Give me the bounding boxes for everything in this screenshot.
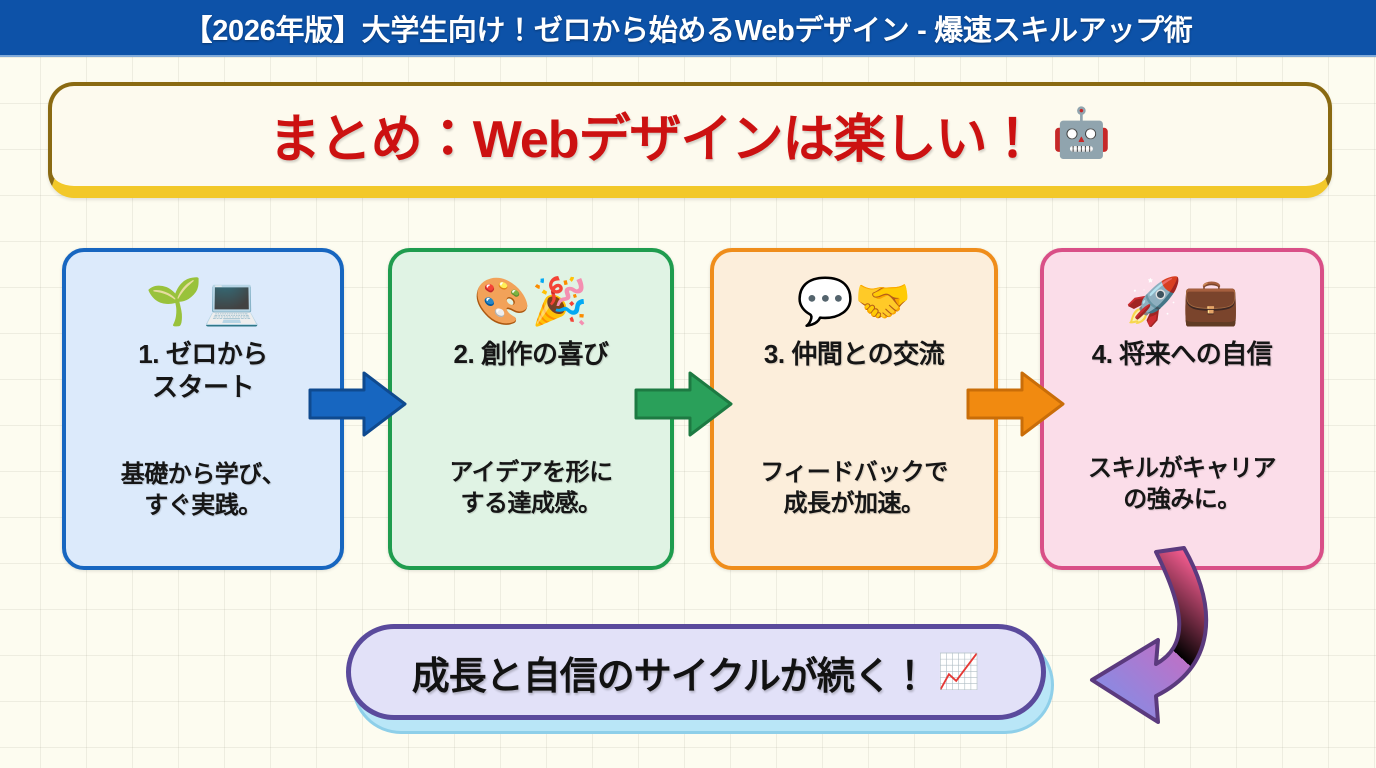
card-1-body: 基礎から学び、 すぐ実践。 xyxy=(120,460,286,520)
header-bar: 【2026年版】大学生向け！ゼロから始めるWebデザイン - 爆速スキルアップ術 xyxy=(0,0,1376,57)
connector-arrow-right-icon-3 xyxy=(966,371,1065,437)
step-card-1[interactable]: 🌱💻 1. ゼロから スタート 基礎から学び、 すぐ実践。 xyxy=(62,248,344,570)
card-1-heading: 1. ゼロから スタート xyxy=(138,339,268,403)
connector-arrow-right-icon-1 xyxy=(308,371,407,437)
bottom-banner[interactable]: 成長と自信のサイクルが続く！ 📈 xyxy=(346,624,1046,720)
summary-title-content: まとめ：Webデザインは楽しい！ 🤖 xyxy=(269,97,1112,172)
card-2-body: アイデアを形に する達成感。 xyxy=(449,458,613,518)
robot-emoji: 🤖 xyxy=(1051,107,1112,160)
step-card-4[interactable]: 🚀💼 4. 将来への自信 スキルがキャリア の強みに。 xyxy=(1040,248,1324,570)
step-card-2[interactable]: 🎨🎉 2. 創作の喜び アイデアを形に する達成感。 xyxy=(388,248,674,570)
page-title: 【2026年版】大学生向け！ゼロから始めるWebデザイン - 爆速スキルアップ術 xyxy=(183,14,1193,47)
bottom-banner-text: 成長と自信のサイクルが続く！ xyxy=(411,655,929,698)
card-4-heading: 4. 将来への自信 xyxy=(1091,339,1273,369)
summary-title-text: まとめ：Webデザインは楽しい！ xyxy=(268,110,1039,169)
card-2-heading: 2. 創作の喜び xyxy=(453,339,609,369)
card-4-body: スキルがキャリア の強みに。 xyxy=(1088,454,1277,514)
card-3-body: フィードバックで 成長が加速。 xyxy=(760,458,948,518)
card-3-emojis: 💬🤝 xyxy=(796,275,912,327)
card-2-emojis: 🎨🎉 xyxy=(473,275,589,327)
card-3-heading: 3. 仲間との交流 xyxy=(763,339,945,369)
summary-title-banner: まとめ：Webデザインは楽しい！ 🤖 xyxy=(48,82,1332,198)
card-4-emojis: 🚀💼 xyxy=(1124,275,1240,327)
step-card-3[interactable]: 💬🤝 3. 仲間との交流 フィードバックで 成長が加速。 xyxy=(710,248,998,570)
chart-increasing-emoji: 📈 xyxy=(937,653,981,691)
card-1-emojis: 🌱💻 xyxy=(145,275,261,327)
loop-arrow-left-icon xyxy=(1090,546,1209,724)
connector-arrow-right-icon-2 xyxy=(634,371,733,437)
